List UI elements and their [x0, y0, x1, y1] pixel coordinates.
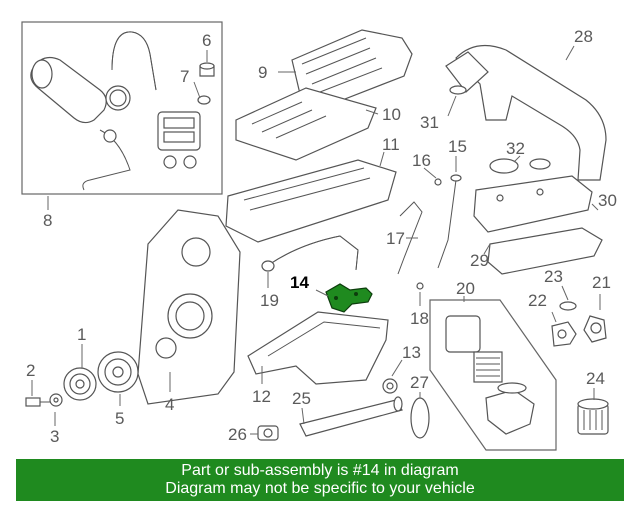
banner-line-1: Part or sub-assembly is #14 in diagram	[181, 462, 459, 479]
callout-1: 1	[77, 325, 86, 344]
callout-26: 26	[228, 425, 247, 444]
part-22	[551, 321, 577, 347]
callout-10: 10	[382, 105, 401, 124]
part-17-dipstick-tube	[397, 201, 423, 275]
callout-12: 12	[252, 387, 271, 406]
callout-13: 13	[402, 343, 421, 362]
info-banner: Part or sub-assembly is #14 in diagram D…	[16, 459, 624, 501]
part-24-oil-filter	[577, 398, 609, 435]
callout-23: 23	[544, 267, 563, 286]
callout-11: 11	[382, 135, 400, 154]
part-14-highlighted[interactable]	[325, 283, 373, 313]
callout-labels: 1 2 3 4 5 6 7 8 9 10 11 12 13 14 15 16 1…	[26, 27, 617, 446]
part-13-drain-plug	[382, 378, 398, 394]
part-21	[583, 315, 607, 343]
callout-20: 20	[456, 279, 475, 298]
part-23	[559, 301, 577, 311]
callout-2: 2	[26, 361, 35, 380]
callout-22: 22	[528, 291, 547, 310]
part-26-flange	[257, 425, 279, 441]
callout-31: 31	[420, 113, 439, 132]
callout-3: 3	[50, 427, 59, 446]
callout-25: 25	[292, 389, 311, 408]
part-20-oil-cooler	[445, 315, 535, 435]
part-15-dipstick	[437, 174, 462, 269]
part-3-washer	[49, 393, 63, 407]
part-25-tube	[299, 396, 403, 437]
parts-diagram: 1 2 3 4 5 6 7 8 9 10 11 12 13 14 15 16 1…	[21, 21, 617, 451]
callout-8: 8	[43, 211, 52, 230]
callout-24: 24	[586, 369, 605, 388]
part-7	[197, 95, 211, 105]
callout-9: 9	[258, 63, 267, 82]
part-4-front-cover	[137, 209, 241, 405]
part-27-seal	[410, 397, 430, 439]
callout-18: 18	[410, 309, 429, 328]
callout-4: 4	[165, 395, 174, 414]
part-30-valve-cover	[473, 175, 593, 233]
part-6	[199, 62, 215, 77]
part-19-pickup-tube	[261, 235, 359, 272]
part-28-intake-elbow	[445, 44, 607, 181]
callout-15: 15	[448, 137, 467, 156]
part-18	[416, 282, 424, 290]
part-5-damper	[97, 351, 139, 393]
callout-32: 32	[506, 139, 525, 158]
callout-7: 7	[180, 67, 189, 86]
inset-box-8	[21, 21, 223, 195]
callout-19: 19	[260, 291, 279, 310]
callout-21: 21	[592, 273, 611, 292]
callout-27: 27	[410, 373, 429, 392]
inset-box-20	[429, 299, 557, 451]
callout-16: 16	[412, 151, 431, 170]
part-2-bolt	[25, 397, 50, 407]
part-29-gasket	[487, 227, 603, 275]
part-31	[449, 85, 467, 95]
part-1-pulley	[63, 367, 97, 401]
part-12-oil-pan	[247, 311, 389, 385]
part-32-seals	[489, 158, 551, 174]
banner-line-2: Diagram may not be specific to your vehi…	[165, 480, 475, 497]
part-8-assembly	[30, 31, 201, 191]
callout-30: 30	[598, 191, 617, 210]
callout-28: 28	[574, 27, 593, 46]
leader-lines	[31, 45, 601, 435]
callout-17: 17	[386, 229, 405, 248]
part-16	[434, 178, 442, 186]
callout-14[interactable]: 14	[290, 273, 309, 292]
callout-29: 29	[470, 251, 489, 270]
callout-6: 6	[202, 31, 211, 50]
part-10-gasket	[235, 87, 377, 161]
callout-5: 5	[115, 409, 124, 428]
part-11-valley-cover	[225, 159, 397, 243]
